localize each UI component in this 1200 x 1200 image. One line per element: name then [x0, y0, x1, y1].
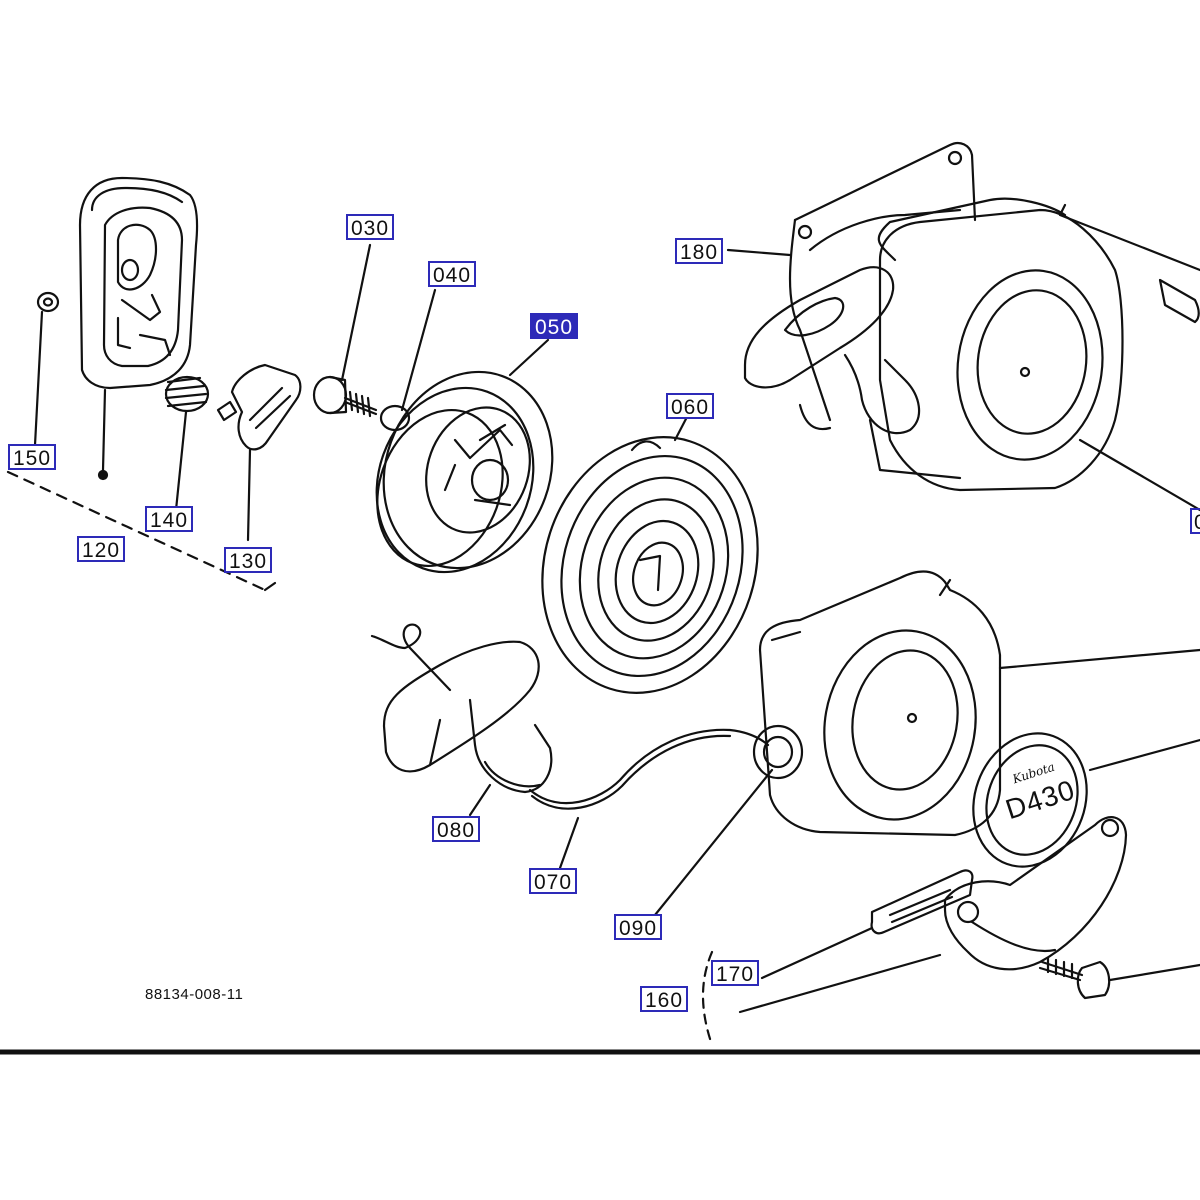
callout-060[interactable]: 060 [666, 393, 715, 419]
callout-090[interactable]: 090 [614, 914, 663, 940]
callout-050[interactable]: 050 [530, 313, 579, 339]
callout-cut-off[interactable]: 0 [1190, 508, 1200, 534]
callout-180[interactable]: 180 [675, 238, 724, 264]
grommet-090 [653, 724, 804, 917]
bolt-030 [312, 243, 378, 418]
callout-040[interactable]: 040 [428, 261, 477, 287]
callout-170[interactable]: 170 [711, 960, 760, 986]
starter-assembly-upper [726, 141, 1200, 512]
washer-150 [33, 291, 60, 447]
cover-120 [78, 176, 199, 472]
callout-160[interactable]: 160 [640, 986, 689, 1012]
spring-140 [164, 375, 210, 512]
emblem-plate [972, 732, 1200, 868]
bolt-lower [1038, 956, 1200, 1000]
plate-170 [760, 869, 974, 980]
handle-080 [370, 623, 553, 817]
callout-150[interactable]: 150 [8, 444, 57, 470]
diagram-reference-number: 88134-008-11 [145, 986, 244, 1003]
callout-120[interactable]: 120 [77, 536, 126, 562]
callout-070[interactable]: 070 [529, 868, 578, 894]
starter-case-lower [758, 570, 1200, 837]
callout-080[interactable]: 080 [432, 816, 481, 842]
callout-030[interactable]: 030 [346, 214, 395, 240]
rope-070 [528, 728, 770, 870]
callout-130[interactable]: 130 [224, 547, 273, 573]
reel-050 [375, 338, 554, 574]
spring-060 [541, 413, 759, 694]
callout-140[interactable]: 140 [145, 506, 194, 532]
cover-plate-160 [943, 816, 1128, 971]
pawl-130 [216, 363, 302, 542]
